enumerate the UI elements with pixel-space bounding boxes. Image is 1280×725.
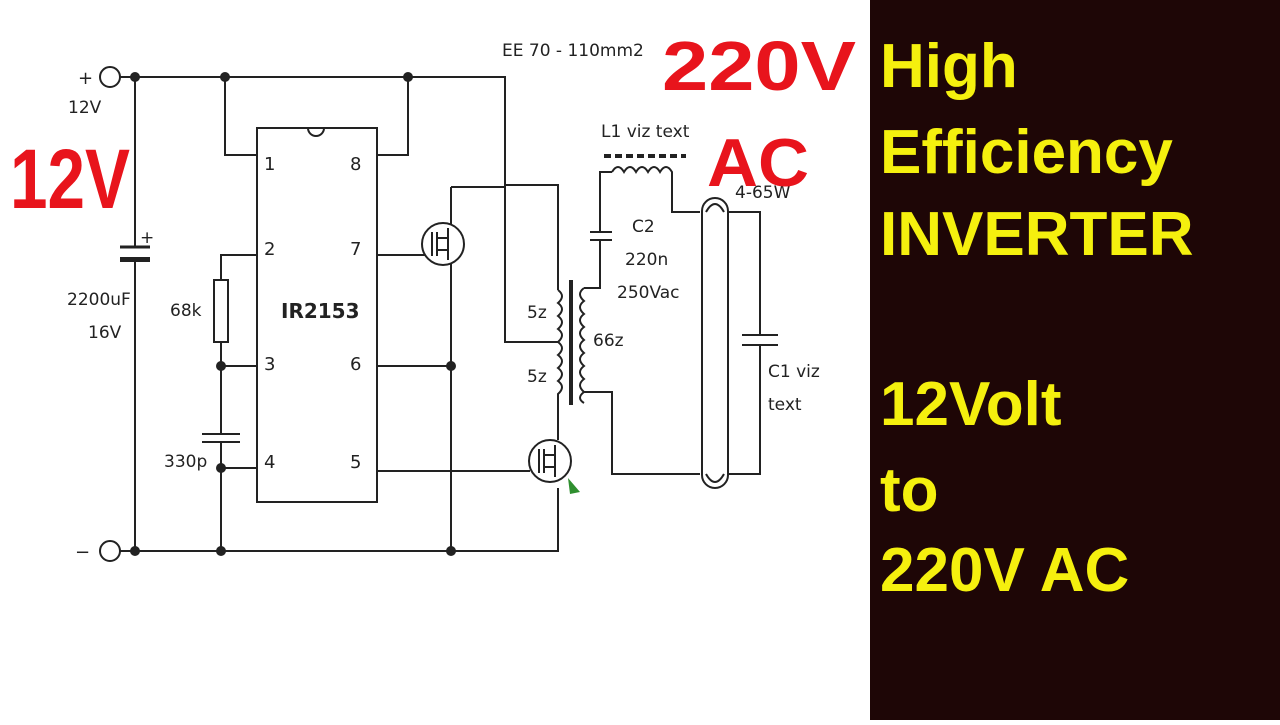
c1-label-line1: C1 viz: [768, 362, 820, 382]
pin-7: 7: [350, 239, 361, 260]
secondary-winding: [579, 287, 586, 404]
fluorescent-tube: [701, 197, 729, 489]
title-line-inverter: INVERTER: [880, 200, 1194, 269]
pin-4: 4: [264, 452, 275, 473]
pin-5: 5: [350, 452, 361, 473]
upper-mosfet: [421, 222, 465, 266]
big-12v-label: 12V: [10, 132, 130, 226]
inductor-l1: [611, 166, 700, 213]
junction-dots: [130, 72, 456, 556]
c2-value: 220n: [625, 250, 668, 270]
secondary-top-wire: [584, 171, 612, 289]
timing-cap-label: 330p: [164, 452, 207, 472]
minus-label: −: [75, 542, 90, 563]
big-220v-label: 220V: [662, 27, 856, 105]
primary-top-turns: 5z: [527, 303, 547, 323]
l1-label: L1 viz text: [601, 122, 690, 142]
c2-voltage: 250Vac: [617, 283, 680, 303]
primary-bottom-turns: 5z: [527, 367, 547, 387]
pin-1: 1: [264, 154, 275, 175]
lamp-rating: 4-65W: [735, 183, 791, 203]
ir2153-chip: [256, 127, 378, 503]
pin-2: 2: [264, 239, 275, 260]
main-cap-voltage: 16V: [88, 323, 122, 343]
primary-center-tap: [504, 185, 558, 343]
title-line-high: High: [880, 32, 1018, 101]
core-label: EE 70 - 110mm2: [502, 41, 644, 61]
supply-voltage-label: 12V: [68, 98, 102, 118]
title-line-to: to: [880, 456, 939, 525]
title-line-220v-ac: 220V AC: [880, 536, 1130, 605]
chip-label: IR2153: [281, 299, 360, 323]
ct-wiring: [220, 366, 257, 551]
electrolytic-cap-plate-bottom: [120, 257, 150, 262]
primary-winding: [556, 289, 563, 440]
pin-6: 6: [350, 354, 361, 375]
title-line-efficiency: Efficiency: [880, 118, 1173, 187]
positive-terminal: [99, 66, 121, 88]
plus-label: +: [78, 68, 93, 89]
secondary-turns: 66z: [593, 331, 624, 351]
main-cap-value: 2200uF: [67, 290, 131, 310]
negative-rail: [120, 488, 559, 552]
tube-filaments: [705, 203, 725, 483]
negative-terminal: [99, 540, 121, 562]
c1-wiring: [728, 211, 761, 475]
resistor-label: 68k: [170, 301, 202, 321]
cap-polarity-plus: +: [140, 228, 154, 248]
vcc-connections: [224, 77, 409, 156]
resistor-68k: [213, 279, 229, 343]
cursor-arrow: [568, 478, 580, 494]
lower-mosfet: [528, 439, 572, 483]
inverter-circuit-diagram: + − + IR2153 1 2 3 4 8 7 6 5 5z 5z: [10, 27, 856, 563]
secondary-bottom-wire: [584, 391, 700, 475]
big-ac-label: AC: [707, 125, 809, 201]
c2-name: C2: [632, 217, 655, 237]
c1-label-line2: text: [768, 395, 802, 415]
title-line-12volt: 12Volt: [880, 370, 1062, 439]
pin-8: 8: [350, 154, 361, 175]
title-panel: High Efficiency INVERTER 12Volt to 220V …: [870, 0, 1280, 720]
chip-notch: [307, 127, 325, 137]
schematic-panel: + − + IR2153 1 2 3 4 8 7 6 5 5z 5z: [10, 27, 857, 563]
pin-3: 3: [264, 354, 275, 375]
